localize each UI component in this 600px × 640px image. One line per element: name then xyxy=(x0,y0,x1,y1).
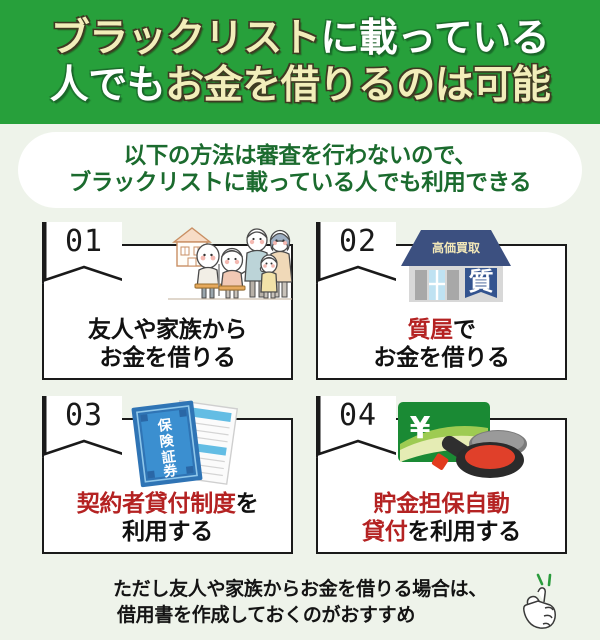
footer-note: ただし友人や家族からお金を借りる場合は、 借用書を作成しておくのがおすすめ xyxy=(0,570,600,640)
header-line-1: ブラックリストに載っている xyxy=(51,16,550,61)
footer-line-1: ただし友人や家族からお金を借りる場合は、 xyxy=(112,578,487,600)
method-card-grid: 01 xyxy=(0,218,600,566)
method-card-04: 04 ¥ 貯金担保自動 xyxy=(316,396,569,556)
card-01-label-line-1: 友人や家族から xyxy=(42,316,293,344)
card-04-label-line-1: 貯金担保自動 xyxy=(316,490,567,518)
card-03-label-line-2: 利用する xyxy=(42,518,293,546)
header-line1-segment-1: ブラックリスト xyxy=(50,16,321,61)
header-line-2: 人でもお金を借りるのは可能 xyxy=(50,63,551,108)
card-02-label-line-1: 質屋で xyxy=(316,316,567,344)
card-03-label-line-1: 契約者貸付制度を xyxy=(42,490,293,518)
card-01-label: 友人や家族から お金を借りる xyxy=(42,316,293,372)
method-card-03: 03 xyxy=(42,396,295,556)
card-03-label: 契約者貸付制度を 利用する xyxy=(42,490,293,546)
subtitle-line-2: ブラックリストに載っている人でも利用できる xyxy=(68,170,532,196)
header-line2-segment-2: お金を借りるのは可能 xyxy=(165,63,551,108)
card-04-label-seg-1: 貯金担保自動 xyxy=(373,491,510,517)
card-02-label: 質屋で お金を借りる xyxy=(316,316,567,372)
card-04-label-seg-2: 貸付 xyxy=(362,519,408,545)
card-01-number: 01 xyxy=(64,224,104,259)
card-04-label: 貯金担保自動 貸付を利用する xyxy=(316,490,567,546)
header-banner: ブラックリストに載っている 人でもお金を借りるのは可能 xyxy=(0,0,600,124)
method-card-02: 02 高価買取 質 質屋で お金を借りる xyxy=(316,222,569,382)
card-02-label-seg-3: お金を借りる xyxy=(373,345,510,371)
card-04-label-line-2: 貸付を利用する xyxy=(316,518,567,546)
card-04-number: 04 xyxy=(338,398,378,433)
subtitle-bubble-container: 以下の方法は審査を行わないので、 ブラックリストに載っている人でも利用できる xyxy=(0,128,600,212)
card-01-label-seg-2: お金を借りる xyxy=(99,345,236,371)
pointing-hand-icon xyxy=(523,573,556,629)
footer-line-2: 借用書を作成しておくのがおすすめ xyxy=(116,604,416,626)
card-01-label-seg-1: 友人や家族から xyxy=(88,317,247,343)
card-03-label-seg-2: を xyxy=(235,491,259,517)
card-02-label-line-2: お金を借りる xyxy=(316,344,567,372)
card-04-label-seg-3: を利用する xyxy=(407,519,521,545)
card-02-label-seg-2: で xyxy=(452,317,476,343)
card-02-number: 02 xyxy=(338,224,378,259)
card-03-label-seg-3: 利用する xyxy=(122,519,213,545)
header-line2-segment-1: 人でも xyxy=(49,63,166,108)
subtitle-bubble: 以下の方法は審査を行わないので、 ブラックリストに載っている人でも利用できる xyxy=(18,132,582,208)
method-card-01: 01 xyxy=(42,222,295,382)
subtitle-line-1: 以下の方法は審査を行わないので、 xyxy=(123,143,477,169)
card-02-label-seg-1: 質屋 xyxy=(407,317,453,343)
card-03-label-seg-1: 契約者貸付制度 xyxy=(76,491,236,517)
header-line1-segment-2: に載っている xyxy=(320,16,550,61)
card-03-number: 03 xyxy=(64,398,104,433)
card-01-label-line-2: お金を借りる xyxy=(42,344,293,372)
